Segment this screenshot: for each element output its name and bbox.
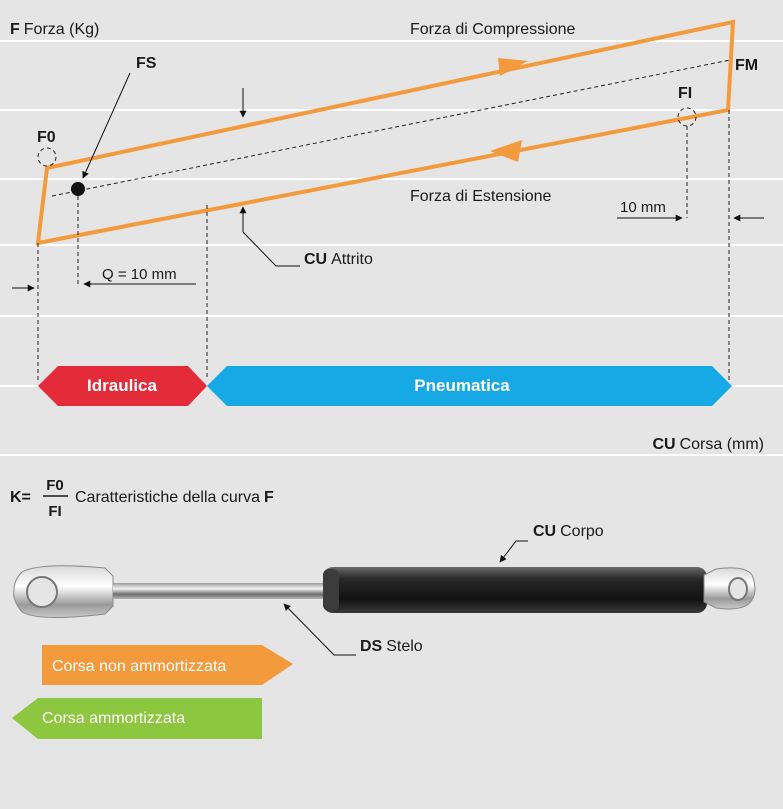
friction-pointer: [242, 231, 300, 267]
hydraulic-label: Idraulica: [87, 376, 157, 395]
rod-pointer: [283, 603, 356, 656]
damped-stroke-arrow: [12, 698, 262, 739]
body-eyelet-hole: [728, 577, 748, 601]
hydraulic-bar: [38, 366, 207, 406]
f0-label: F0: [37, 129, 56, 146]
mean-force-line: [51, 59, 731, 197]
body-pointer: [499, 540, 528, 563]
piston-rod: [113, 583, 335, 599]
ten-mm-label: 10 mm: [620, 199, 666, 216]
pneumatic-label: Pneumatica: [414, 376, 510, 395]
f0-marker-circle: [37, 147, 57, 167]
fi-marker-circle: [677, 107, 697, 127]
fi-label: FI: [678, 85, 692, 102]
extension-label: Forza di Estensione: [410, 188, 552, 205]
dashed-guides: [37, 59, 731, 380]
undamped-stroke-arrow: [42, 645, 293, 685]
k-label: K=: [10, 489, 31, 506]
compression-direction-arrow: [498, 58, 528, 76]
body-end-cap: [323, 569, 339, 611]
extension-direction-arrow: [490, 140, 522, 162]
formula-denominator: FI: [48, 503, 61, 520]
q-label: Q = 10 mm: [102, 266, 177, 283]
cylinder-body: [323, 567, 707, 613]
formula-numerator: F0: [46, 477, 64, 494]
gas-spring-illustration: [13, 565, 756, 619]
pneumatic-bar: [207, 366, 732, 406]
rod-eyelet-hole: [26, 576, 58, 608]
fs-label: FS: [136, 55, 157, 72]
compression-label: Forza di Compressione: [410, 21, 576, 38]
damped-stroke-label: Corsa ammortizzata: [42, 710, 185, 727]
undamped-stroke-label: Corsa non ammortizzata: [52, 658, 226, 675]
fs-point: [71, 182, 85, 196]
fs-pointer: [82, 72, 131, 179]
fm-label: FM: [735, 57, 758, 74]
